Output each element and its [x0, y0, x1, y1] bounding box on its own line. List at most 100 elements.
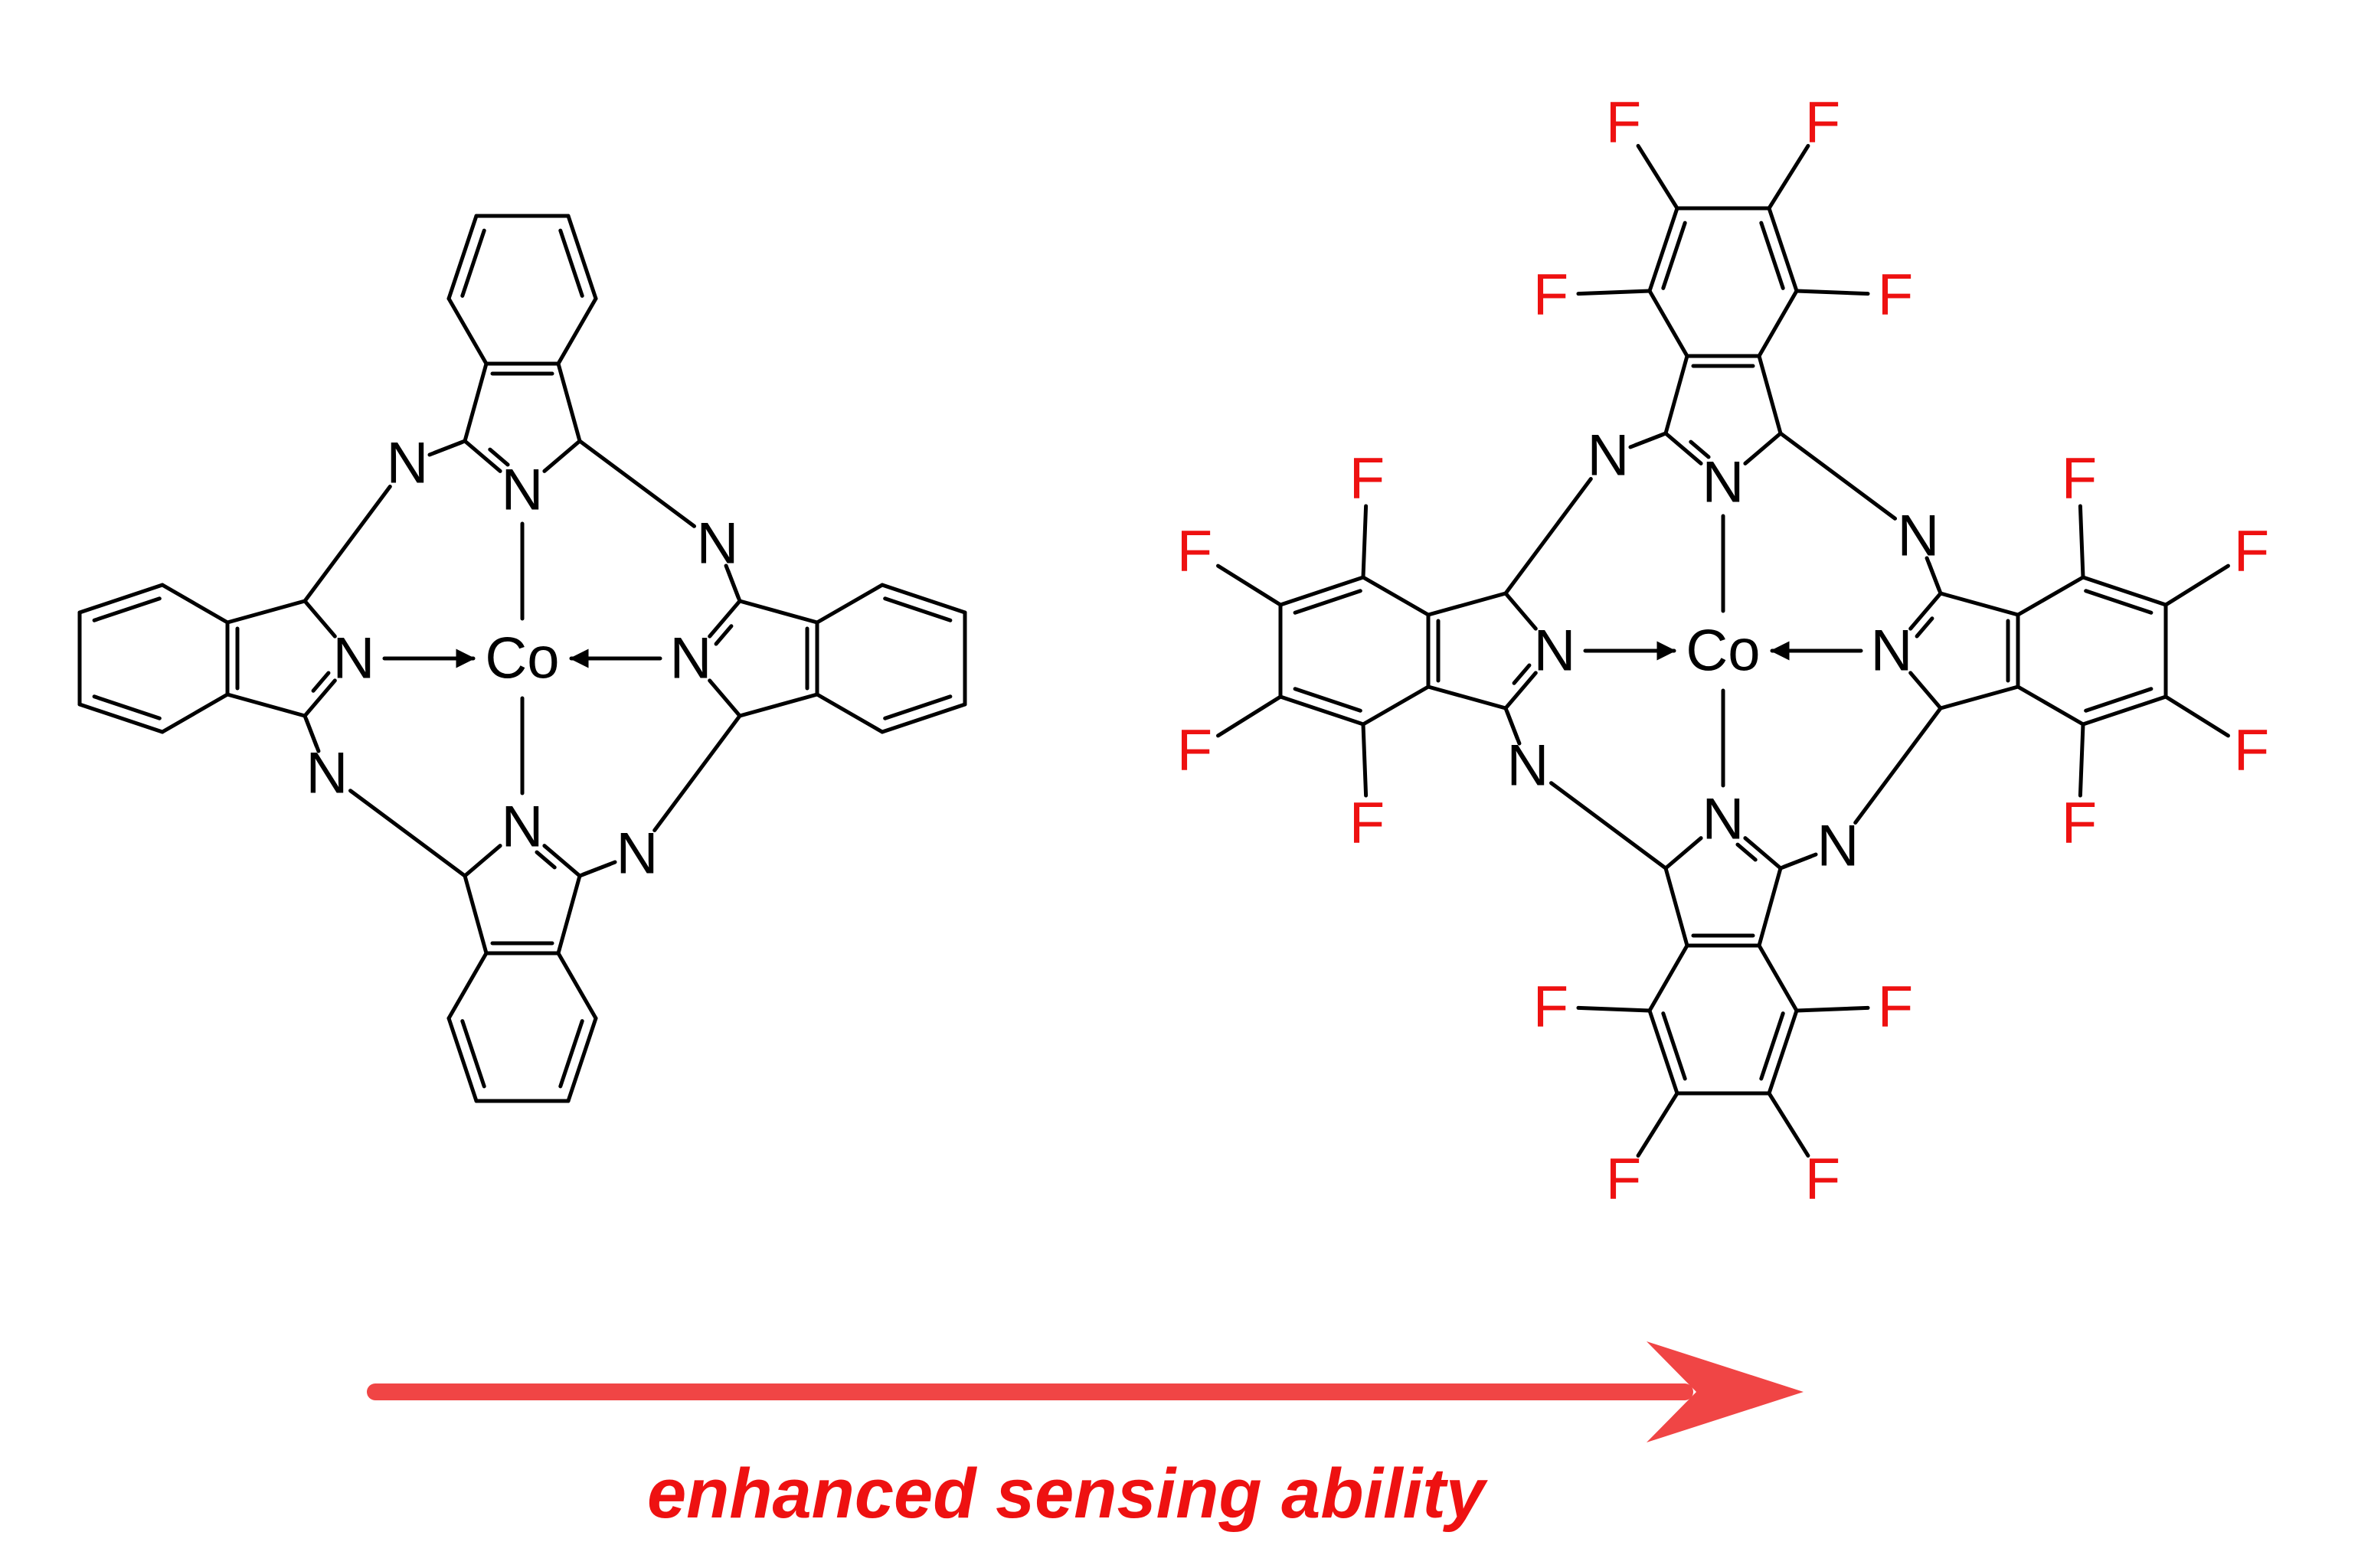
enhancement-arrow: enhanced sensing ability [367, 1341, 1804, 1533]
isoindole-nitrogen-label: N [670, 626, 712, 691]
fluorine-label: F [1533, 975, 1568, 1040]
benzo-bond [1647, 1008, 1679, 1096]
c-f-bond [1636, 144, 1679, 211]
benzo-bond [2081, 694, 2168, 727]
pyrrole-bond [1663, 866, 1689, 948]
pyrrole-bond [737, 692, 819, 718]
meso-aza-double-bond [1925, 556, 1941, 592]
c-f-bond [1216, 564, 1283, 607]
pyrrole-bond [1743, 431, 1783, 466]
meso-aza-double-bond [724, 564, 741, 599]
pyrrole-bond [1757, 866, 1783, 948]
pyrrole-bond [556, 361, 582, 443]
fluorine-label: F [1606, 90, 1641, 155]
c-f-bond [1576, 289, 1652, 296]
benzo-double-bond [1293, 687, 1362, 713]
pyrrole-double-bond [1915, 616, 1934, 639]
fluorine-label: F [1878, 263, 1913, 328]
isoindole-nitrogen-label: N [1534, 619, 1576, 684]
benzo-bond [1278, 575, 1365, 607]
pyrrole-bond [225, 692, 307, 718]
fluorine-label: F [2062, 791, 2097, 856]
c-f-bond [2078, 504, 2085, 580]
arrow-head [1647, 1341, 1804, 1442]
fluorine-label: F [2234, 519, 2269, 584]
benzo-bond [815, 583, 885, 625]
pyrrole-bond [1757, 354, 1783, 436]
meso-nitrogen-label: N [387, 431, 429, 496]
benzo-bond [446, 296, 489, 366]
meso-aza-bond [577, 439, 697, 528]
benzo-bond [1647, 206, 1679, 293]
fluorine-label: F [1878, 975, 1913, 1040]
isoindole-nitrogen-label: N [502, 458, 544, 523]
benzo-bond [446, 214, 479, 301]
pyrrole-double-bond [1689, 439, 1711, 459]
benzo-bond [556, 296, 598, 366]
meso-aza-double-bond [1628, 433, 1664, 449]
meso-aza-bond [1549, 781, 1668, 871]
benzo-double-bond [1759, 220, 1785, 290]
fluorine-label: F [1805, 90, 1840, 155]
meso-aza-double-bond [1782, 852, 1818, 869]
benzo-double-bond [2084, 589, 2154, 615]
pyrrole-bond [542, 844, 582, 878]
cobalt-center-label: Co [1686, 619, 1760, 684]
meso-nitrogen-label: N [1588, 423, 1630, 488]
meso-nitrogen-label: N [306, 741, 348, 806]
benzo-bond [1361, 684, 1431, 727]
meso-aza-double-bond [427, 440, 463, 457]
pyrrole-bond [708, 678, 742, 718]
pyrrole-bond [1426, 684, 1508, 710]
fluorine-label: F [1349, 791, 1385, 856]
benzo-double-bond [1759, 1011, 1785, 1081]
pyrrole-bond [1663, 431, 1703, 466]
cobalt-center-label: Co [485, 626, 559, 691]
c-f-bond [1216, 694, 1283, 738]
benzo-bond [1767, 206, 1799, 293]
fluorine-label: F [2062, 446, 2097, 511]
pyrrole-double-bond [488, 447, 510, 467]
fluorine-label: F [2234, 718, 2269, 783]
meso-aza-double-bond [1505, 710, 1522, 746]
pyrrole-bond [1663, 354, 1689, 436]
pyrrole-bond [303, 678, 337, 718]
benzo-bond [1361, 575, 1431, 617]
benzo-bond [880, 702, 967, 734]
benzo-bond [77, 702, 165, 734]
c-f-bond [1767, 144, 1810, 211]
meso-nitrogen-label: N [1898, 504, 1940, 569]
isoindole-nitrogen-label: N [333, 626, 375, 691]
meso-aza-bond [1503, 476, 1593, 596]
c-f-bond [1576, 1005, 1652, 1013]
arrow-caption: enhanced sensing ability [647, 1455, 1488, 1533]
pyrrole-bond [1503, 671, 1538, 710]
pyrrole-bond [1938, 591, 2020, 617]
isoindole-nitrogen-label: N [1871, 619, 1913, 684]
benzo-bond [1647, 289, 1689, 358]
pyrrole-bond [1938, 684, 2020, 710]
benzo-double-bond [460, 228, 486, 298]
benzo-bond [1647, 943, 1689, 1013]
pyrrole-double-bond [311, 671, 331, 693]
fluorine-label: F [1349, 446, 1385, 511]
c-f-bond [2078, 722, 2085, 798]
benzo-double-bond [460, 1019, 486, 1089]
pyrrole-bond [463, 439, 502, 473]
benzo-bond [1757, 289, 1799, 358]
pyrrole-bond [556, 874, 582, 956]
benzo-double-bond [92, 694, 162, 720]
c-f-bond [1361, 722, 1369, 798]
meso-aza-double-bond [304, 717, 321, 753]
benzo-bond [556, 951, 598, 1021]
benzo-double-bond [2084, 687, 2154, 713]
fluorine-label: F [1805, 1147, 1840, 1212]
pyrrole-double-bond [1512, 663, 1532, 685]
benzo-bond [566, 1016, 598, 1103]
meso-aza-bond [652, 714, 742, 833]
benzo-double-bond [92, 596, 162, 622]
benzo-double-bond [883, 694, 953, 720]
c-f-bond [2163, 564, 2230, 607]
